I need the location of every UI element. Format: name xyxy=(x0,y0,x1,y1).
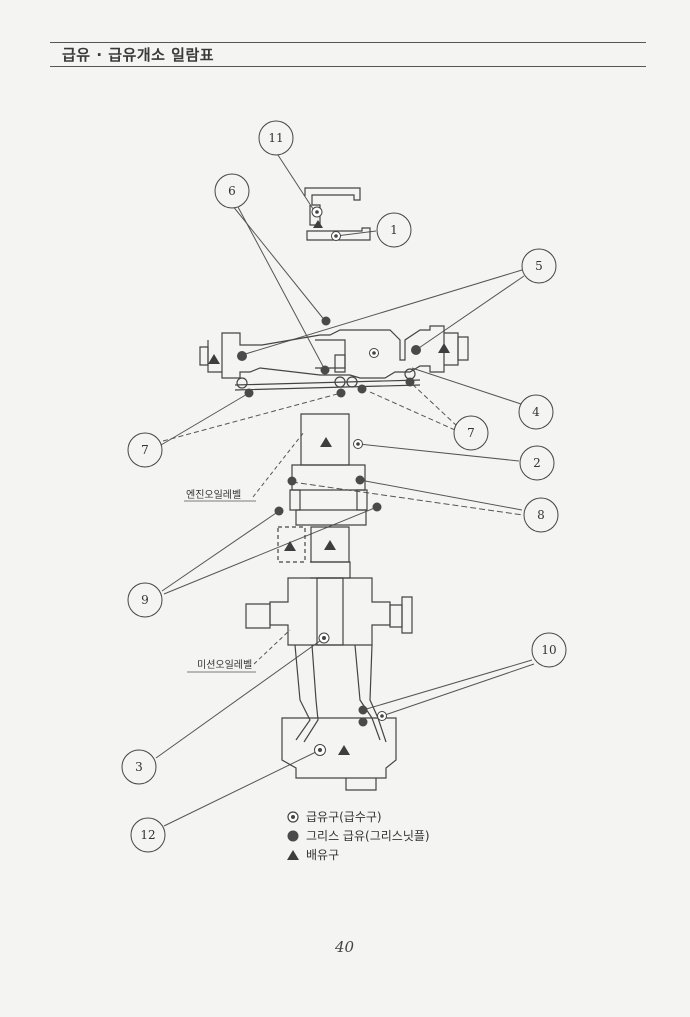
callout-1: 1 xyxy=(390,223,398,237)
legend-label: 급유구(급수구) xyxy=(306,810,382,824)
transmission-oil-level-label: 미션오일레벨 xyxy=(197,659,252,671)
page-number: 40 xyxy=(335,938,355,956)
drain-port-icon xyxy=(287,849,299,860)
leader-lines xyxy=(155,151,535,827)
page-title: 급유 · 급유개소 일람표 xyxy=(62,46,215,64)
callout-numbers: 11 6 1 5 4 7 7 2 8 9 10 3 12 xyxy=(135,131,556,842)
legend-item-grease: 그리스 급유(그리스닛플) xyxy=(286,826,430,845)
callout-7-left: 7 xyxy=(141,443,149,457)
callout-2: 2 xyxy=(533,456,541,470)
fill-ports xyxy=(311,206,387,756)
legend-item-drain: 배유구 xyxy=(286,845,430,864)
header-rule-bottom xyxy=(50,66,646,67)
grease-points xyxy=(237,316,421,727)
callout-9: 9 xyxy=(141,593,149,607)
callout-7-right: 7 xyxy=(467,426,475,440)
callout-10: 10 xyxy=(541,643,556,657)
fill-port-icon xyxy=(287,810,299,823)
engine-oil-level-label: 엔진오일레벨 xyxy=(186,489,241,501)
legend-item-fill-port: 급유구(급수구) xyxy=(286,807,430,826)
callout-12: 12 xyxy=(140,828,155,842)
callout-6: 6 xyxy=(228,184,236,198)
callout-11: 11 xyxy=(268,131,283,145)
callout-4: 4 xyxy=(532,405,540,419)
legend-label: 배유구 xyxy=(306,848,340,862)
callout-3: 3 xyxy=(135,760,143,774)
grease-nipple-icon xyxy=(287,830,299,841)
callout-5: 5 xyxy=(535,259,543,273)
machine-outline xyxy=(199,187,469,791)
callout-circles xyxy=(121,120,567,853)
callout-8: 8 xyxy=(537,508,545,522)
legend: 급유구(급수구) 그리스 급유(그리스닛플) 배유구 xyxy=(286,807,430,864)
drain-ports xyxy=(208,220,450,755)
legend-label: 그리스 급유(그리스닛플) xyxy=(306,829,430,843)
header-rule-top xyxy=(50,42,646,43)
